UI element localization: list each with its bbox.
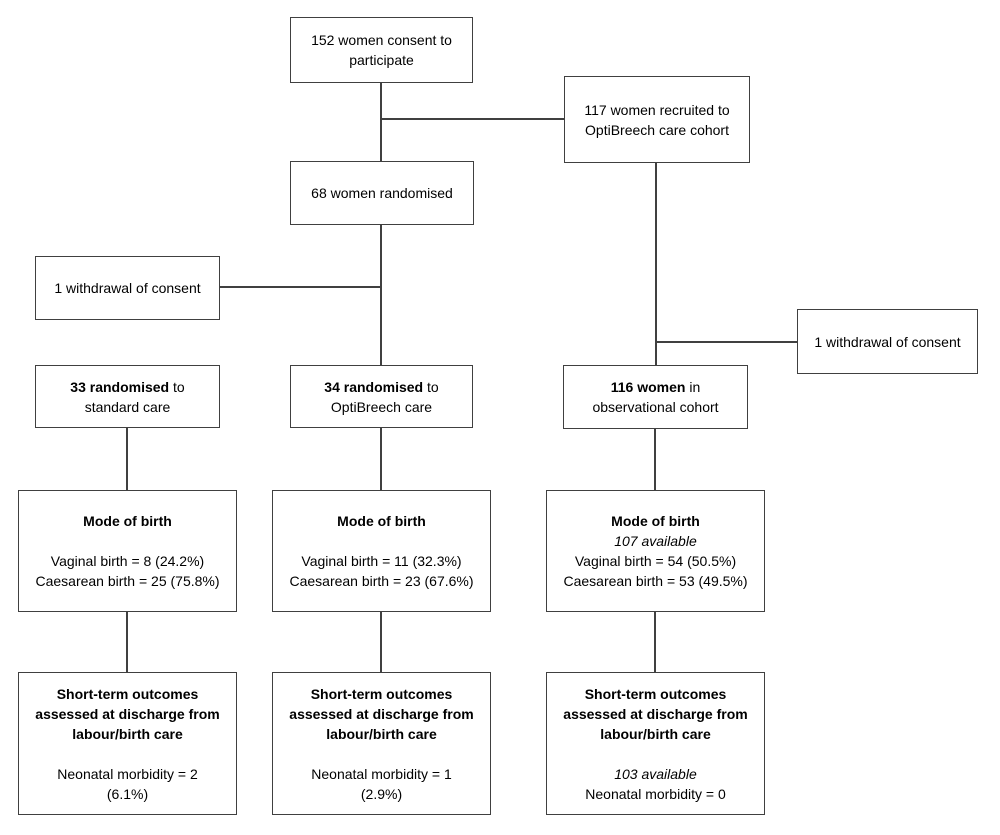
box-standard-care-arm: 33 randomised to standard care bbox=[35, 365, 220, 428]
box-randomised: 68 women randomised bbox=[290, 161, 474, 225]
box-text-line: Mode of birth bbox=[611, 513, 700, 529]
box-text-line: Mode of birth bbox=[83, 513, 172, 529]
box-text-line bbox=[126, 531, 130, 551]
box-text-line: Caesarean birth = 25 (75.8%) bbox=[35, 573, 220, 589]
box-text-line: Short-term outcomes bbox=[310, 685, 453, 702]
box-text-line: 1 withdrawal of consent bbox=[814, 333, 961, 350]
connector-randomised-to-optibreech-arm bbox=[380, 224, 382, 365]
box-mode-of-birth-standard: Mode of birth Vaginal birth = 8 (24.2%) C… bbox=[18, 490, 237, 612]
box-text-line: Caesarean birth = 23 (67.6%) bbox=[289, 573, 474, 589]
connector-consent-to-randomised bbox=[380, 83, 382, 162]
box-text-line: Vaginal birth = 11 (32.3%) bbox=[301, 553, 462, 569]
box-text-line: Neonatal morbidity = 1 bbox=[311, 765, 452, 782]
connector-recruited-to-observational bbox=[655, 162, 657, 366]
box-text-line: Neonatal morbidity = 0 bbox=[585, 785, 726, 802]
connector-observational-to-mode bbox=[654, 428, 656, 491]
box-text-line: Mode of birth bbox=[337, 513, 426, 529]
box-text-line: labour/birth care bbox=[326, 725, 437, 742]
box-text-line: assessed at discharge from bbox=[289, 705, 474, 722]
connector-optibreech-arm-to-mode bbox=[380, 427, 382, 491]
box-text-line: observational cohort bbox=[592, 399, 719, 415]
box-mode-of-birth-optibreech: Mode of birth Vaginal birth = 11 (32.3%)… bbox=[272, 490, 491, 612]
box-text-line: 34 randomised to bbox=[324, 378, 439, 395]
connector-mode-to-outcomes-optibreech bbox=[380, 611, 382, 673]
box-recruited-cohort: 117 women recruited to OptiBreech care co… bbox=[564, 76, 750, 163]
box-text-line: Caesarean birth = 53 (49.5%) bbox=[563, 573, 748, 589]
box-text-line: participate bbox=[349, 52, 414, 68]
box-text-line: OptiBreech care bbox=[330, 398, 433, 415]
box-text-line: Vaginal birth = 8 (24.2%) bbox=[50, 553, 205, 569]
box-consent: 152 women consent to participate bbox=[290, 17, 473, 83]
box-outcomes-optibreech: Short-term outcomes assessed at discharge… bbox=[272, 672, 491, 815]
box-text-line: assessed at discharge from bbox=[563, 705, 748, 722]
box-text-line: OptiBreech care cohort bbox=[585, 121, 729, 138]
box-optibreech-arm: 34 randomised to OptiBreech care bbox=[290, 365, 473, 428]
box-text-line: 68 women randomised bbox=[311, 185, 453, 201]
connector-branch-to-recruited-cohort bbox=[381, 118, 564, 120]
box-text-line bbox=[654, 744, 658, 764]
connector-withdrawal-left-branch bbox=[219, 286, 381, 288]
box-text-line: Vaginal birth = 54 (50.5%) bbox=[574, 553, 737, 569]
box-text-line: assessed at discharge from bbox=[35, 705, 220, 722]
box-text-line: 152 women consent to bbox=[311, 32, 452, 48]
connector-mode-to-outcomes-observational bbox=[654, 611, 656, 673]
box-text-line bbox=[126, 744, 130, 764]
connector-standard-arm-to-mode bbox=[126, 427, 128, 491]
box-text-line: (6.1%) bbox=[106, 785, 149, 802]
box-text-line: labour/birth care bbox=[600, 725, 711, 742]
box-outcomes-standard: Short-term outcomes assessed at discharge… bbox=[18, 672, 237, 815]
box-text-line bbox=[380, 744, 384, 764]
box-text-line: labour/birth care bbox=[72, 725, 183, 742]
box-text-line: 33 randomised to bbox=[70, 378, 185, 395]
box-text-line: 103 available bbox=[614, 765, 697, 782]
box-observational-cohort: 116 women in observational cohort bbox=[563, 365, 748, 429]
box-text-line: 116 women in bbox=[610, 379, 701, 395]
connector-withdrawal-right-branch bbox=[656, 341, 797, 343]
box-withdrawal-left: 1 withdrawal of consent bbox=[35, 256, 220, 320]
box-withdrawal-right: 1 withdrawal of consent bbox=[797, 309, 978, 374]
box-text-line: Short-term outcomes bbox=[584, 685, 727, 702]
box-text-line: 1 withdrawal of consent bbox=[54, 280, 201, 296]
box-text-line: Short-term outcomes bbox=[56, 685, 199, 702]
connector-mode-to-outcomes-standard bbox=[126, 611, 128, 673]
box-text-line: (2.9%) bbox=[360, 785, 403, 802]
box-text-line: Neonatal morbidity = 2 bbox=[57, 765, 198, 782]
box-text-line: 107 available bbox=[614, 533, 697, 549]
box-text-line bbox=[380, 531, 384, 551]
box-outcomes-observational: Short-term outcomes assessed at discharge… bbox=[546, 672, 765, 815]
box-text-line: standard care bbox=[84, 398, 171, 415]
box-text-line: 117 women recruited to bbox=[584, 101, 730, 118]
